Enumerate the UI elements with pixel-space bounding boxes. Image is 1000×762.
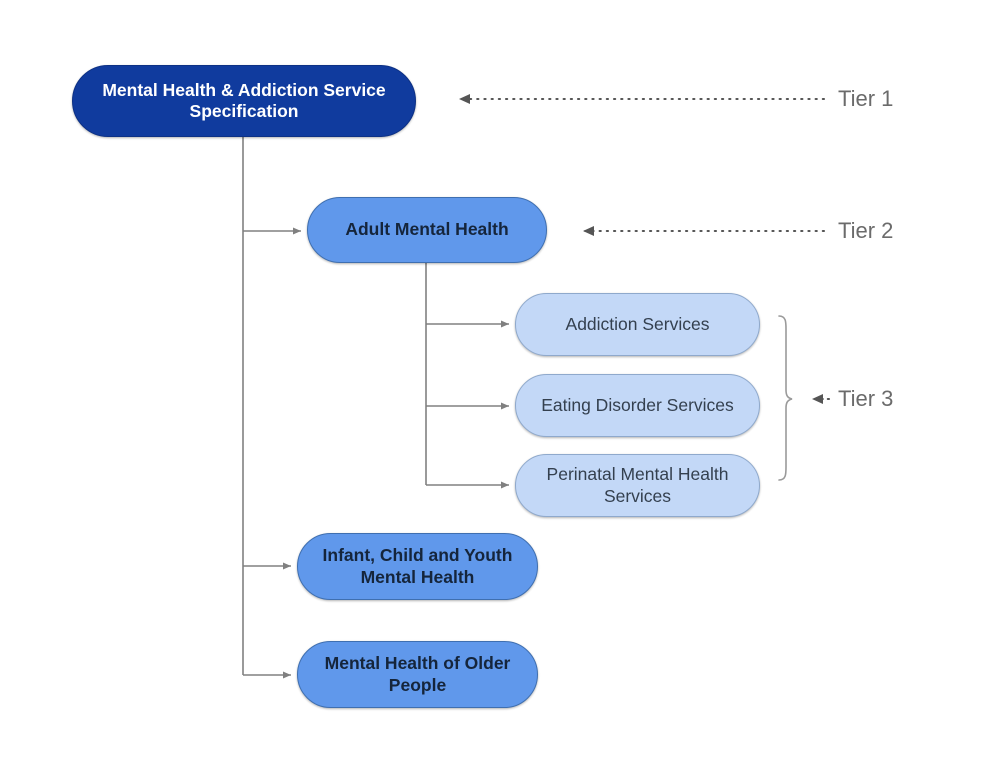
node-infant-child-and-youth-mental-health-label: Infant, Child and Youth Mental Health xyxy=(322,545,513,587)
node-eating-disorder-services[interactable]: Eating Disorder Services xyxy=(515,374,760,437)
tier3-bracket xyxy=(778,315,793,481)
node-addiction-services-label: Addiction Services xyxy=(565,313,710,334)
node-adult-mental-health[interactable]: Adult Mental Health xyxy=(307,197,547,263)
node-root-label: Mental Health & Addiction Service Specif… xyxy=(102,79,386,121)
node-root-mental-health-addiction-service-specification[interactable]: Mental Health & Addiction Service Specif… xyxy=(72,65,416,137)
tier-label-1: Tier 1 xyxy=(838,86,894,111)
node-eating-disorder-services-label: Eating Disorder Services xyxy=(541,394,734,415)
tier-label-3: Tier 3 xyxy=(838,386,894,411)
node-mental-health-of-older-people[interactable]: Mental Health of Older People xyxy=(297,641,538,708)
node-mental-health-of-older-people-label: Mental Health of Older People xyxy=(324,653,511,695)
node-addiction-services[interactable]: Addiction Services xyxy=(515,293,760,356)
node-infant-child-and-youth-mental-health[interactable]: Infant, Child and Youth Mental Health xyxy=(297,533,538,600)
tier-label-2: Tier 2 xyxy=(838,218,894,243)
node-adult-mental-health-label: Adult Mental Health xyxy=(345,219,509,240)
node-perinatal-mental-health-services-label: Perinatal Mental Health Services xyxy=(546,464,729,506)
node-perinatal-mental-health-services[interactable]: Perinatal Mental Health Services xyxy=(515,454,760,517)
